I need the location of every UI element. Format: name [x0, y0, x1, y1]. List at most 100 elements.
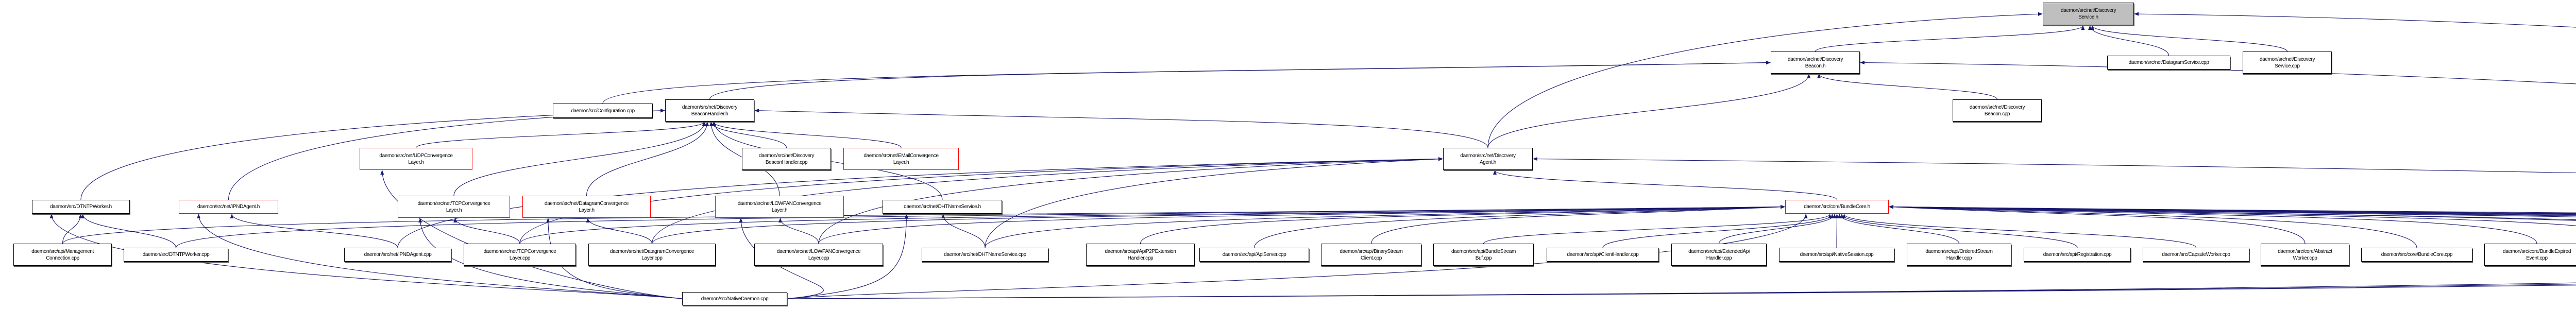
node-label-line: BeaconHandler.h: [691, 111, 728, 117]
node-label-line: daemon/src/api/NativeSession.cpp: [1800, 252, 1874, 258]
graph-node-configuration-cpp[interactable]: daemon/src/Configuration.cpp: [553, 104, 653, 118]
node-label-line: daemon/src/net/IPNDAgent.cpp: [364, 252, 432, 258]
graph-node-registration-cpp[interactable]: daemon/src/api/Registration.cpp: [2024, 248, 2131, 262]
edge-udp-convergence-layer-h-to-discovery-beacon-handler-h: [415, 122, 706, 148]
node-label-line: daemon/src/api/ExtendedApi: [1688, 248, 1750, 254]
graph-node-dtntp-worker-h[interactable]: daemon/src/DTNTPWorker.h: [32, 200, 130, 214]
node-label-line: Beacon.cpp: [1984, 111, 2010, 117]
node-label-line: daemon/src/core/BundleCore.cpp: [2381, 252, 2453, 258]
node-label-line: daemon/src/net/TCPConvergence: [417, 200, 490, 207]
node-label-line: daemon/src/core/BundleExpired: [2502, 248, 2571, 254]
edge-discovery-agent-h-to-discovery-beacon-h: [1487, 74, 1811, 148]
edge-email-convergence-layer-h-to-discovery-beacon-handler-h: [711, 122, 902, 148]
edge-bundle-expired-event-cpp-to-bundle-core-h: [1889, 205, 2537, 244]
node-label-line: daemon/src/net/Discovery: [682, 104, 738, 110]
edge-status-report-generator-cpp-to-bundle-core-h: [1889, 205, 2576, 217]
node-label-line: daemon/src/net/EMailConvergence: [863, 152, 939, 159]
node-label-line: daemon/src/net/Discovery: [2060, 8, 2116, 13]
edge-http-convergence-layer-h-to-bundle-core-h: [1889, 205, 2576, 215]
edge-dht-name-service-cpp-to-bundle-core-h: [985, 205, 1785, 248]
node-label-line: daemon/src/net/Discovery: [758, 152, 815, 159]
edge-fragment-manager-cpp-to-bundle-core-h: [1889, 205, 2576, 221]
edge-capsule-worker-cpp-to-bundle-core-h: [1842, 214, 2197, 248]
graph-node-datagram-service-cpp[interactable]: daemon/src/net/DatagramService.cpp: [2107, 56, 2230, 70]
node-label-line: Beacon.h: [1805, 63, 1826, 69]
node-label-line: daemon/src/api/BundleStream: [1451, 248, 1516, 254]
edge-discovery-agent-cpp-to-discovery-service-h: [2134, 12, 2576, 28]
edge-datagram-convergence-layer-cpp-to-datagram-convergence-layer-h: [586, 218, 653, 244]
node-label-line: daemon/src/api/Management: [31, 248, 94, 254]
node-label-line: daemon/src/core/BundleCore.h: [1804, 204, 1870, 210]
edge-bundle-stream-buf-cpp-to-bundle-core-h: [1483, 214, 1832, 244]
node-label-line: daemon/src/net/DHTNameService.h: [904, 204, 981, 210]
graph-node-native-daemon-cpp[interactable]: daemon/src/NativeDaemon.cpp: [682, 292, 787, 305]
node-label-line: daemon/src/net/LOWPANConvergence: [737, 200, 822, 207]
graph-node-dtntp-worker-cpp[interactable]: daemon/src/DTNTPWorker.cpp: [124, 248, 228, 262]
edge-simple-bundle-storage-h-to-bundle-core-h: [1889, 205, 2576, 216]
node-label-line: Layer.cpp: [808, 255, 829, 261]
node-label-line: daemon/src/DTNTPWorker.h: [50, 204, 112, 210]
node-label-line: daemon/src/api/ApiP2PExtension: [1105, 248, 1176, 254]
edge-discovery-agent-cpp-to-bundle-core-h: [1889, 204, 2576, 213]
node-label-line: Layer.h: [771, 207, 788, 213]
node-label-line: daemon/src/net/Discovery: [1460, 152, 1516, 159]
edge-datagram-service-cpp-to-discovery-service-h: [2088, 25, 2170, 56]
graph-node-native-session-cpp[interactable]: daemon/src/api/NativeSession.cpp: [1779, 248, 1894, 262]
graph-node-capsule-worker-cpp[interactable]: daemon/src/CapsuleWorker.cpp: [2143, 248, 2249, 262]
node-label-line: daemon/src/core/Abstract: [2278, 248, 2332, 254]
edge-discovery-agent-h-to-discovery-service-h: [1487, 12, 2043, 148]
graph-node-ipnd-agent-cpp[interactable]: daemon/src/net/IPNDAgent.cpp: [344, 248, 451, 262]
edge-native-daemon-cpp-to-udp-convergence-layer-h: [380, 170, 683, 299]
graph-node-bundle-core-cpp[interactable]: daemon/src/core/BundleCore.cpp: [2361, 248, 2472, 262]
node-label-line: Layer.h: [893, 159, 909, 165]
edge-bundle-generated-event-cpp-to-bundle-core-h: [1889, 205, 2576, 226]
node-label-line: Handler.cpp: [1946, 255, 1972, 261]
edge-api-p2p-extension-handler-cpp-to-bundle-core-h: [1140, 205, 1785, 244]
node-label-line: Buf.cpp: [1475, 255, 1492, 261]
node-label-line: BeaconHandler.cpp: [765, 159, 808, 165]
node-label-line: daemon/src/net/Discovery: [2259, 56, 2315, 62]
edge-registration-cpp-to-bundle-core-h: [1840, 214, 2078, 248]
node-label-line: daemon/src/Configuration.cpp: [571, 108, 635, 114]
edge-ordered-stream-handler-cpp-to-bundle-core-h: [1837, 214, 1960, 244]
node-label-line: Layer.h: [579, 207, 595, 213]
graph-node-ipnd-agent-h[interactable]: daemon/src/net/IPNDAgent.h: [179, 200, 278, 214]
edge-configuration-cpp-to-discovery-beacon-h: [602, 61, 1771, 104]
graph-node-dht-name-service-cpp[interactable]: daemon/src/net/DHTNameService.cpp: [922, 248, 1048, 262]
edge-native-daemon-cpp-to-http-convergence-layer-h: [787, 285, 2576, 299]
graph-node-api-server-cpp[interactable]: daemon/src/api/ApiServer.cpp: [1199, 248, 1309, 262]
graph-node-client-handler-cpp[interactable]: daemon/src/api/ClientHandler.cpp: [1547, 248, 1659, 262]
edge-discovery-beacon-handler-h-to-discovery-beacon-h: [709, 61, 1771, 100]
graph-node-bundle-core-h[interactable]: daemon/src/core/BundleCore.h: [1785, 200, 1889, 214]
edge-dht-name-service-cpp-to-discovery-agent-h: [985, 157, 1443, 248]
node-label-line: Service.cpp: [2275, 63, 2300, 69]
edge-abstract-worker-cpp-to-bundle-core-h: [1889, 205, 2306, 244]
node-label-line: daemon/src/net/DatagramConvergence: [609, 248, 694, 254]
graph-node-dht-name-service-h[interactable]: daemon/src/net/DHTNameService.h: [883, 200, 1002, 214]
edge-tcp-convergence-layer-cpp-to-tcp-convergence-layer-h: [453, 218, 520, 244]
edge-datagram-convergence-layer-h-to-discovery-beacon-handler-h: [586, 122, 709, 196]
node-label-line: daemon/src/net/LOWPANConvergence: [776, 248, 861, 254]
